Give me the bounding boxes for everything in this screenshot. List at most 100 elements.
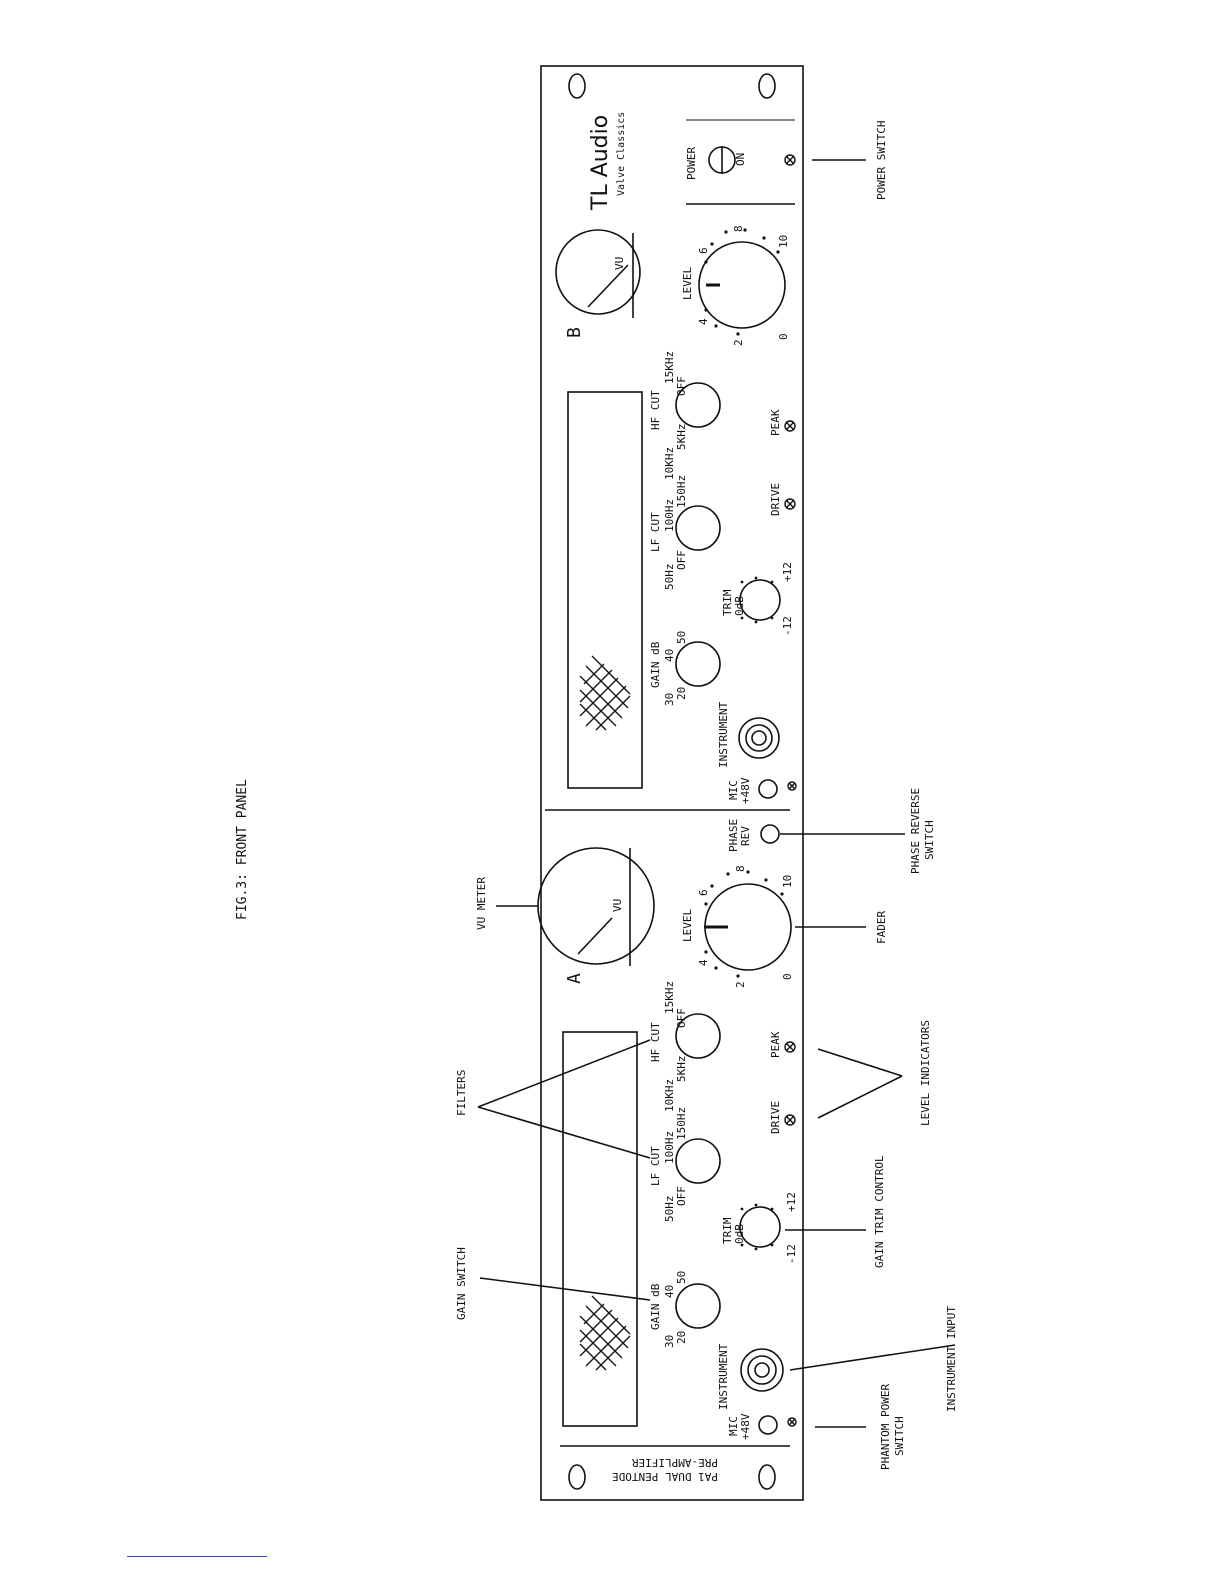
trim-knob-a <box>739 1206 781 1248</box>
level-a-tick-10: 10 <box>781 874 794 888</box>
gain-knob-a <box>675 1283 721 1329</box>
hf-cut-knob-b <box>675 382 721 428</box>
callout-filters: FILTERS <box>455 1069 468 1116</box>
footnote-rule <box>127 1556 267 1557</box>
meter-window-a <box>562 1031 638 1427</box>
level-knob-b <box>698 241 786 329</box>
drive-lamp-a <box>784 1114 796 1126</box>
level-label-a: LEVEL <box>681 908 694 942</box>
callout-fader: FADER <box>875 910 888 944</box>
hf-b-15k: 15KHz <box>663 350 676 384</box>
callout-power-switch: POWER SWITCH <box>875 120 888 200</box>
peak-label-b: PEAK <box>769 409 782 437</box>
phase-switch <box>760 824 780 844</box>
instrument-label-a: INSTRUMENT <box>717 1343 730 1410</box>
mic-lamp-b <box>787 781 797 791</box>
lf-a-50: 50Hz <box>663 1195 676 1223</box>
mic-label-b: MIC <box>727 780 740 800</box>
grille-a <box>579 1295 631 1371</box>
level-b-tick-4: 4 <box>697 318 710 325</box>
gain-b-20: 20 <box>675 686 688 700</box>
instrument-label-b: INSTRUMENT <box>717 701 730 768</box>
trim-a-plus: +12 <box>785 1192 798 1212</box>
lf-a-off: OFF <box>675 1186 688 1206</box>
gain-label-a: GAIN dB <box>649 1283 662 1330</box>
panel-outline <box>540 65 804 1501</box>
power-state: ON <box>734 152 747 166</box>
hf-a-5k: 5KHz <box>675 1055 688 1083</box>
peak-lamp-b <box>784 420 796 432</box>
level-b-tick-0: 0 <box>777 333 790 340</box>
gain-a-30: 30 <box>663 1334 676 1348</box>
trim-b-plus: +12 <box>781 562 794 582</box>
trim-label-a: TRIM <box>721 1217 734 1245</box>
level-b-tick-8: 8 <box>732 225 745 232</box>
vu-meter-a <box>537 847 655 965</box>
gain-b-30: 30 <box>663 692 676 706</box>
level-b-tick-6: 6 <box>697 247 710 254</box>
callout-gain-switch: GAIN SWITCH <box>455 1247 468 1320</box>
callout-instrument-input: INSTRUMENT INPUT <box>945 1306 958 1412</box>
level-a-tick-6: 6 <box>697 889 710 896</box>
peak-lamp-a <box>784 1041 796 1053</box>
channel-b-id: B <box>564 327 585 338</box>
callout-level-indicators: LEVEL INDICATORS <box>919 1020 932 1126</box>
rack-slot-top-right <box>758 73 776 99</box>
callout-phantom-1: PHANTOM POWER <box>879 1383 892 1470</box>
power-lamp <box>784 154 796 166</box>
callout-gain-trim: GAIN TRIM CONTROL <box>873 1155 886 1268</box>
phase-label-2: REV <box>739 826 752 846</box>
hf-b-off: OFF <box>675 376 688 396</box>
level-b-tick-10: 10 <box>777 234 790 248</box>
lf-b-off: OFF <box>675 550 688 570</box>
level-a-tick-4: 4 <box>697 959 710 966</box>
vu-label-b: VU <box>613 256 626 270</box>
level-a-tick-0: 0 <box>781 973 794 980</box>
callout-phantom-2: SWITCH <box>893 1416 906 1456</box>
hf-cut-label-a: HF CUT <box>649 1022 662 1062</box>
hf-b-5k: 5KHz <box>675 423 688 451</box>
drive-label-a: DRIVE <box>769 1100 782 1134</box>
brand-tagline: Valve Classics <box>616 111 627 196</box>
vu-label-a: VU <box>611 898 624 912</box>
gain-a-40: 40 <box>663 1284 676 1298</box>
instrument-jack-b <box>738 717 780 759</box>
trim-b-minus: -12 <box>781 616 794 636</box>
callout-phase-reverse-2: SWITCH <box>923 820 936 860</box>
trim-unit-b: 0dB <box>733 596 746 616</box>
instrument-jack-a <box>740 1348 784 1392</box>
trim-label-b: TRIM <box>721 589 734 617</box>
hf-cut-label-b: HF CUT <box>649 390 662 430</box>
callout-vu-meter: VU METER <box>475 877 488 930</box>
peak-label-a: PEAK <box>769 1031 782 1059</box>
hf-b-10k: 10KHz <box>663 446 676 480</box>
lf-cut-label-b: LF CUT <box>649 512 662 552</box>
figure-title: FIG.3: FRONT PANEL <box>235 779 250 920</box>
channel-a-id: A <box>564 973 585 984</box>
mic-lamp-a <box>787 1417 797 1427</box>
callout-phase-reverse-1: PHASE REVERSE <box>909 787 922 874</box>
hf-a-15k: 15KHz <box>663 980 676 1014</box>
lf-b-150: 150Hz <box>675 474 688 508</box>
gain-b-50: 50 <box>675 630 688 644</box>
trim-a-minus: -12 <box>785 1244 798 1264</box>
meter-window-b <box>567 391 643 789</box>
lf-cut-label-a: LF CUT <box>649 1146 662 1186</box>
hf-a-10k: 10KHz <box>663 1078 676 1112</box>
mic-switch-b <box>758 779 778 799</box>
rack-slot-top-left <box>568 73 586 99</box>
model-line-1: PA1 DUAL PENTODE <box>612 1470 718 1483</box>
phase-label-1: PHASE <box>727 818 740 852</box>
level-b-tick-2: 2 <box>732 339 745 346</box>
trim-unit-a: 0dB <box>733 1224 746 1244</box>
gain-knob-b <box>675 641 721 687</box>
gain-label-b: GAIN dB <box>649 641 662 688</box>
grille-b <box>579 655 631 731</box>
phantom-label-a: +48V <box>739 1413 752 1441</box>
lf-a-100: 100Hz <box>663 1130 676 1164</box>
drive-lamp-b <box>784 498 796 510</box>
gain-a-50: 50 <box>675 1270 688 1284</box>
gain-a-20: 20 <box>675 1330 688 1344</box>
